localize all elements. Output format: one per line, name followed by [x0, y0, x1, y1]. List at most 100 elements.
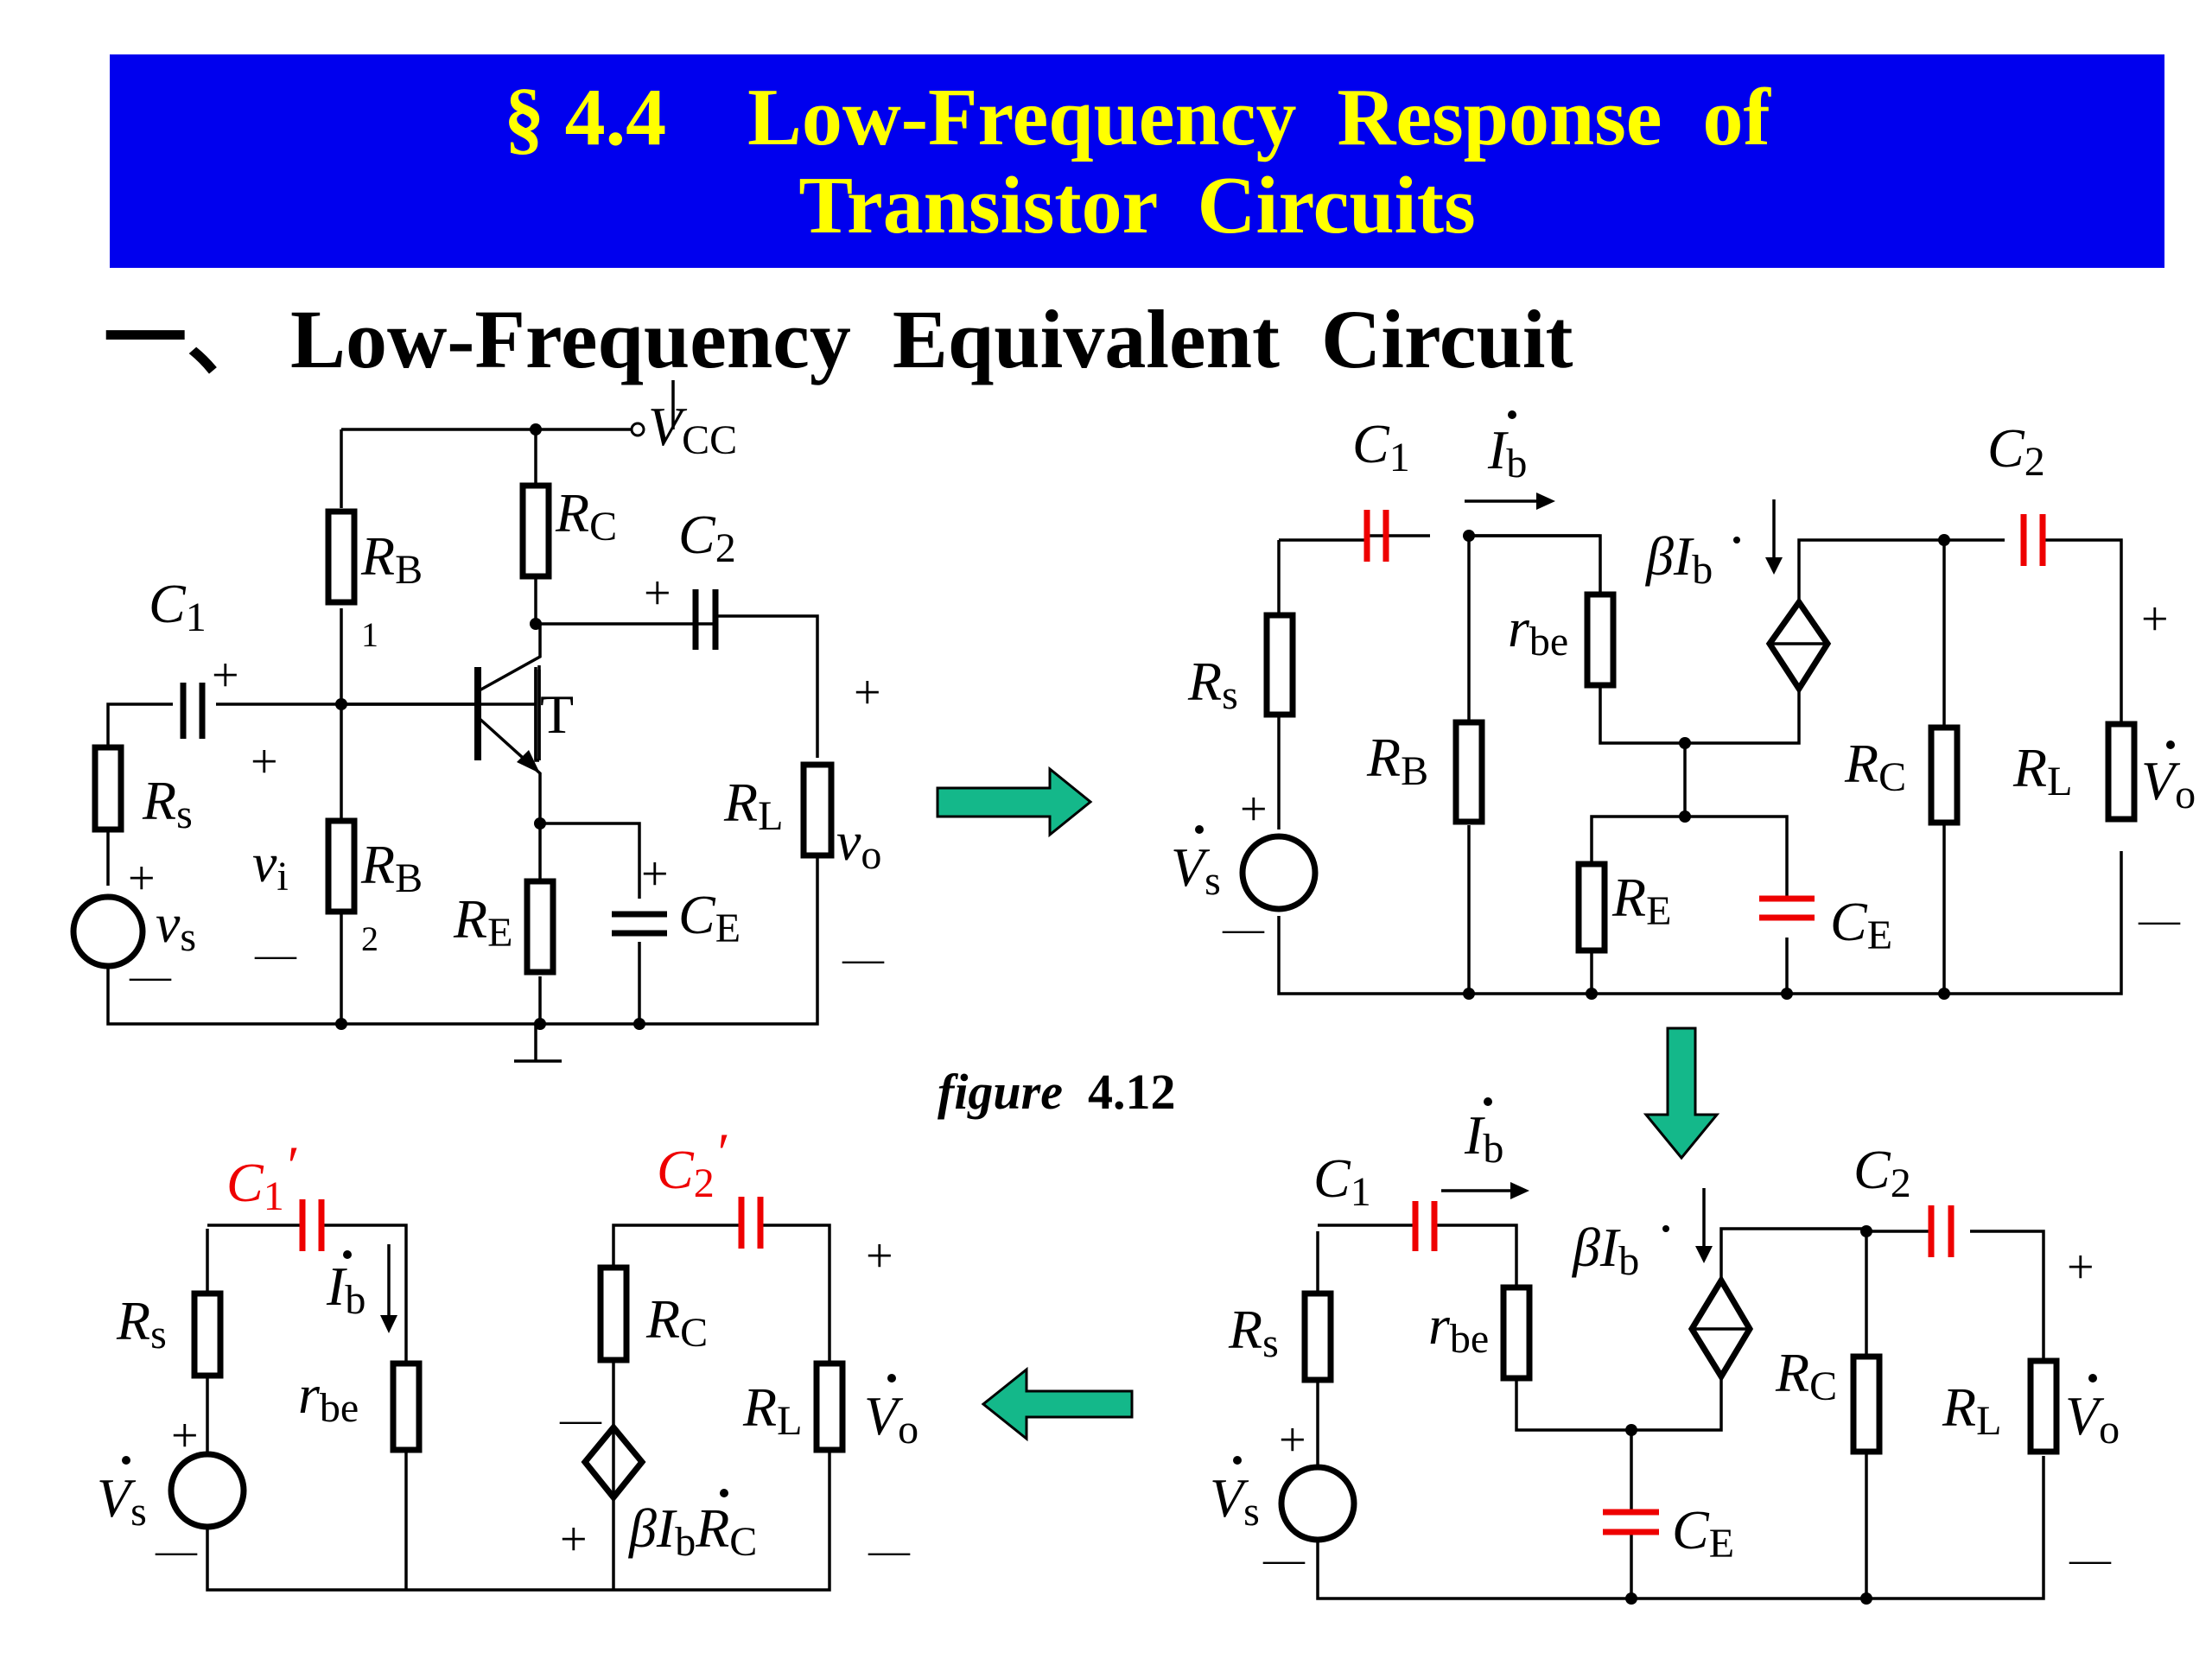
svg-text:vo: vo: [836, 810, 881, 878]
svg-text:CE: CE: [1830, 891, 1892, 958]
rl-resistor: [2105, 721, 2138, 823]
svg-text:—: —: [2138, 897, 2181, 943]
svg-text:CE: CE: [678, 884, 741, 951]
svg-text:RC: RC: [645, 1288, 708, 1356]
circuit-equivalent-reflected: C1′ C2′ Ib rbe Rs RC RL βIbRC Vs Vo + + …: [97, 1122, 918, 1592]
title-line-1: § 4.4 Low-Frequency Response of: [504, 73, 1770, 162]
svg-text:—: —: [254, 931, 297, 977]
svg-text:+: +: [2141, 593, 2169, 646]
svg-text:RB: RB: [1366, 727, 1428, 794]
svg-text:C1: C1: [149, 573, 207, 640]
svg-text:C1: C1: [1352, 413, 1410, 480]
rs-resistor: [92, 744, 124, 833]
re-resistor: [524, 878, 556, 976]
svg-text:C1′: C1′: [226, 1135, 297, 1219]
c1-capacitor: [1412, 1201, 1438, 1251]
svg-text:+: +: [641, 848, 669, 901]
re-resistor: [1575, 861, 1608, 954]
figure-caption: figure 4.12: [938, 1067, 1176, 1117]
svg-text:Rs: Rs: [142, 770, 193, 837]
rbe-resistor: [1584, 591, 1617, 689]
vs-source: [1239, 833, 1319, 912]
c1-capacitor: [180, 683, 206, 739]
svg-text:RB: RB: [360, 834, 423, 901]
svg-text:+: +: [1240, 783, 1268, 836]
rbe-resistor: [1500, 1284, 1533, 1382]
svg-text:Rs: Rs: [116, 1290, 167, 1357]
svg-text:vi: vi: [252, 832, 289, 899]
svg-text:βIb: βIb: [1644, 525, 1713, 593]
rl-resistor: [2027, 1357, 2060, 1455]
svg-text:RL: RL: [2012, 737, 2072, 804]
c2-capacitor: [692, 589, 719, 650]
svg-text:RC: RC: [555, 482, 617, 550]
svg-text:C2: C2: [1853, 1139, 1911, 1206]
svg-text:RE: RE: [1611, 867, 1671, 934]
title-banner: § 4.4 Low-Frequency Response of Transist…: [110, 54, 2164, 268]
svg-text:—: —: [1222, 906, 1265, 951]
rs-resistor: [1301, 1290, 1334, 1383]
section-heading: 一、 Low-Frequency Equivalent Circuit: [104, 293, 1573, 385]
svg-text:+: +: [128, 852, 156, 906]
circuit-equivalent-full: C1 C2 Ib βIb rbe Rs RB RE CE RC RL Vs Vo…: [1171, 410, 2196, 1000]
rs-resistor: [1263, 612, 1296, 718]
rc-resistor: [1850, 1353, 1883, 1455]
svg-text:—: —: [868, 1528, 911, 1573]
rb2-resistor: [325, 817, 358, 915]
svg-text:+: +: [171, 1409, 199, 1463]
c1-prime-capacitor: [299, 1199, 325, 1251]
svg-text:—: —: [129, 953, 172, 999]
svg-text:RL: RL: [723, 772, 783, 839]
rc-resistor: [1928, 724, 1961, 826]
svg-text:T: T: [540, 683, 574, 745]
svg-text:RL: RL: [1942, 1376, 2001, 1444]
ce-capacitor: [1603, 1509, 1659, 1535]
circuit-equivalent-simplified: C1 C2 Ib βIb rbe Rs RC RL CE Vs Vo + + —…: [1210, 1097, 2120, 1605]
svg-text:Rs: Rs: [1187, 651, 1238, 718]
svg-text:2: 2: [361, 919, 378, 958]
svg-text:Ib: Ib: [326, 1255, 365, 1323]
caption-number: 4.12: [1088, 1064, 1176, 1120]
svg-text:vs: vs: [156, 893, 196, 960]
svg-text:1: 1: [361, 615, 378, 654]
svg-text:VCC: VCC: [648, 396, 737, 463]
svg-text:RL: RL: [742, 1376, 802, 1444]
rb1-resistor: [325, 508, 358, 606]
ce-capacitor: [1759, 895, 1815, 921]
svg-text:—: —: [155, 1528, 198, 1573]
svg-text:βIbRC: βIbRC: [627, 1497, 757, 1565]
rl-resistor: [813, 1360, 846, 1453]
c2-capacitor: [2020, 514, 2046, 566]
svg-text:—: —: [2069, 1536, 2112, 1582]
svg-text:Vo: Vo: [864, 1385, 918, 1452]
rb-resistor: [1452, 719, 1485, 825]
vs-source: [168, 1451, 247, 1530]
svg-text:+: +: [212, 649, 239, 702]
svg-text:+: +: [251, 735, 278, 789]
c2-prime-capacitor: [738, 1197, 764, 1249]
svg-text:+: +: [866, 1230, 893, 1283]
rc-resistor: [519, 482, 552, 580]
vs-source: [1278, 1464, 1357, 1543]
caption-word: figure: [938, 1064, 1063, 1120]
arrow-down: [1643, 1027, 1720, 1160]
svg-text:βIb: βIb: [1571, 1217, 1639, 1284]
svg-text:Vo: Vo: [2141, 750, 2196, 817]
circuit-original: VCC RB 1 RB 2 RC RE C1 C2 CE Rs RL T vi …: [70, 380, 885, 1063]
svg-text:RB: RB: [360, 525, 423, 593]
rl-resistor: [800, 761, 835, 859]
svg-text:C1: C1: [1313, 1147, 1371, 1215]
svg-text:C2′: C2′: [657, 1122, 728, 1206]
svg-text:Vs: Vs: [1171, 836, 1221, 904]
svg-text:Ib: Ib: [1487, 419, 1527, 486]
svg-text:Vs: Vs: [1210, 1467, 1260, 1535]
svg-text:+: +: [1279, 1414, 1306, 1467]
rc-resistor: [597, 1264, 630, 1363]
rs-resistor: [191, 1290, 224, 1379]
svg-text:Ib: Ib: [1464, 1104, 1503, 1172]
svg-text:—: —: [842, 936, 885, 982]
svg-text:RE: RE: [453, 888, 512, 956]
dependent-source: [1765, 596, 1832, 695]
